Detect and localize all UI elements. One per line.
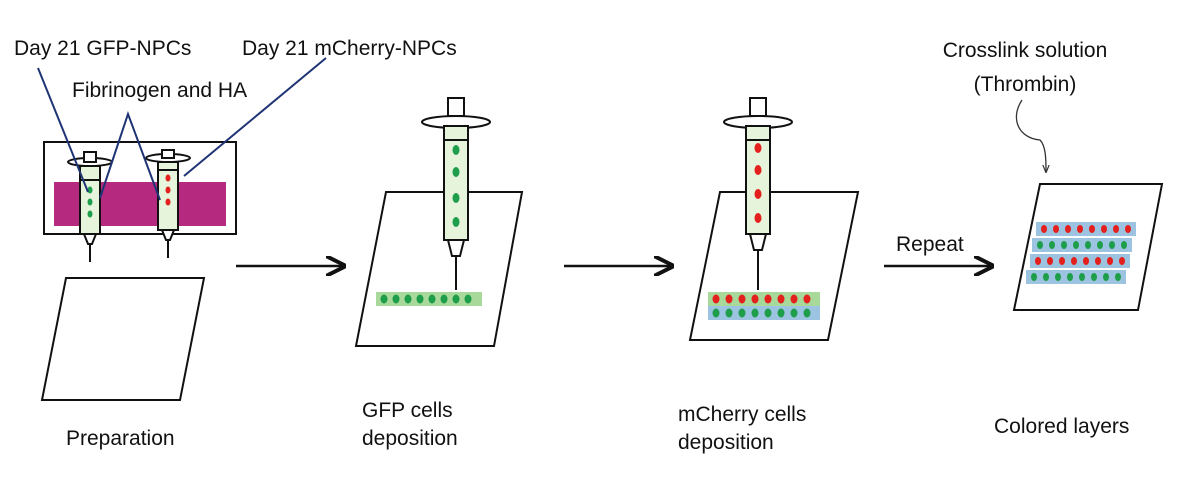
step-label-mcherry-line2: deposition [678, 431, 774, 454]
gfp-lower-dots [712, 308, 811, 318]
fibrinogen-ha-label: Fibrinogen and HA [72, 79, 248, 102]
layer-4-green-dots [1031, 273, 1121, 281]
layer-band-2 [1032, 238, 1132, 252]
preparation-panel [37, 57, 327, 401]
mcherry-syringe-large [723, 97, 793, 290]
leader-lines [37, 57, 327, 201]
thrombin-label: (Thrombin) [973, 73, 1077, 96]
mcherry-syringe-small [145, 149, 191, 258]
step-label-gfp-line1: GFP cells [362, 399, 453, 422]
gfp-deposited-dots [380, 294, 472, 304]
mcherry-deposited-dots [712, 294, 811, 304]
layer-2-green-dots [1037, 241, 1127, 249]
layer-band-1 [1036, 222, 1136, 236]
mcherry-syringe-dots [754, 143, 762, 223]
gfp-gel-strip-lower [708, 306, 820, 320]
layer-band-3 [1030, 254, 1130, 268]
repeat-label: Repeat [896, 233, 964, 256]
crosslink-arrow [1015, 99, 1046, 172]
mcherry-deposition-panel [688, 97, 860, 341]
gfp-npcs-label: Day 21 GFP-NPCs [14, 37, 192, 60]
step-label-gfp-line2: deposition [362, 427, 458, 450]
step-label-colored-layers: Colored layers [994, 415, 1130, 438]
layer-1-red-dots [1041, 225, 1131, 233]
mcherry-gel-strip [708, 292, 820, 306]
substrate-gfp [354, 191, 524, 347]
step-label-preparation: Preparation [66, 427, 175, 450]
substrate-empty [40, 277, 206, 401]
gfp-syringe-dots [452, 145, 460, 227]
layer-band-4 [1026, 270, 1126, 284]
step-label-mcherry-line1: mCherry cells [678, 403, 807, 426]
mcherry-dots-small [165, 174, 171, 206]
colored-layers-panel [1012, 99, 1164, 311]
layer-3-red-dots [1035, 257, 1125, 265]
gfp-deposition-panel [354, 97, 524, 347]
gfp-dots-small [87, 186, 93, 218]
mcherry-npcs-label: Day 21 mCherry-NPCs [242, 37, 457, 60]
crosslink-label: Crosslink solution [942, 39, 1108, 62]
